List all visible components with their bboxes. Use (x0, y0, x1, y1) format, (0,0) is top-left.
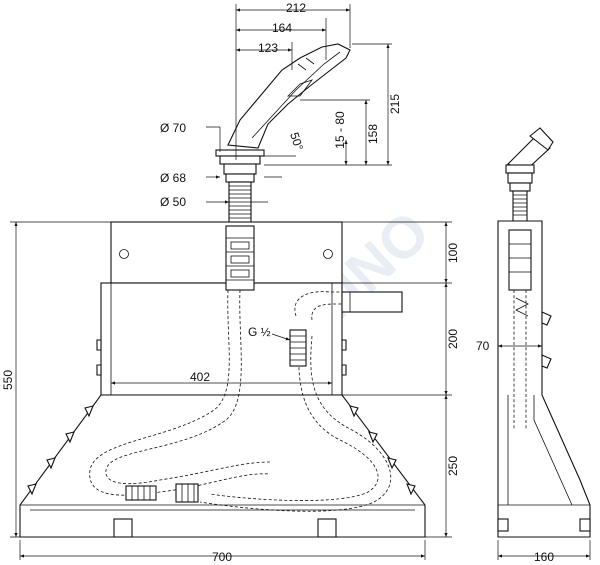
dim-250: 250 (446, 456, 460, 476)
side-view (497, 127, 591, 538)
hose-fittings (125, 329, 307, 503)
outlet-connector (341, 291, 403, 313)
dim-700: 700 (212, 550, 232, 564)
dimension-lines (10, 4, 591, 560)
dim-164: 164 (272, 21, 292, 35)
front-view (19, 43, 426, 538)
dim-thread: G ½ (248, 325, 271, 339)
dim-200: 200 (446, 329, 460, 349)
dim-15-80: 15 - 80 (333, 111, 347, 149)
side-hand-shower (505, 127, 554, 222)
dim-550: 550 (1, 370, 15, 390)
inner-ladder (225, 225, 255, 291)
side-body (497, 220, 591, 538)
dim-212: 212 (286, 1, 306, 15)
mounting-frame-middle (96, 282, 347, 396)
hand-shower (227, 43, 351, 149)
dim-dia68: Ø 68 (160, 171, 186, 185)
dim-402: 402 (190, 370, 210, 384)
mounting-frame-lower (19, 394, 426, 538)
dim-158: 158 (366, 124, 380, 144)
dim-215: 215 (388, 94, 402, 114)
dim-angle: 50° (287, 131, 306, 153)
dimension-labels: 212 164 123 50° 215 158 15 - 80 Ø 70 Ø 6… (1, 1, 554, 564)
dim-100: 100 (446, 243, 460, 263)
dim-side-160: 160 (534, 550, 554, 564)
threaded-stem (228, 181, 252, 227)
dim-123: 123 (258, 41, 278, 55)
dim-side-70: 70 (476, 339, 490, 353)
dim-dia50: Ø 50 (160, 195, 186, 209)
dim-dia70: Ø 70 (160, 121, 186, 135)
hand-shower-holder (215, 149, 265, 183)
